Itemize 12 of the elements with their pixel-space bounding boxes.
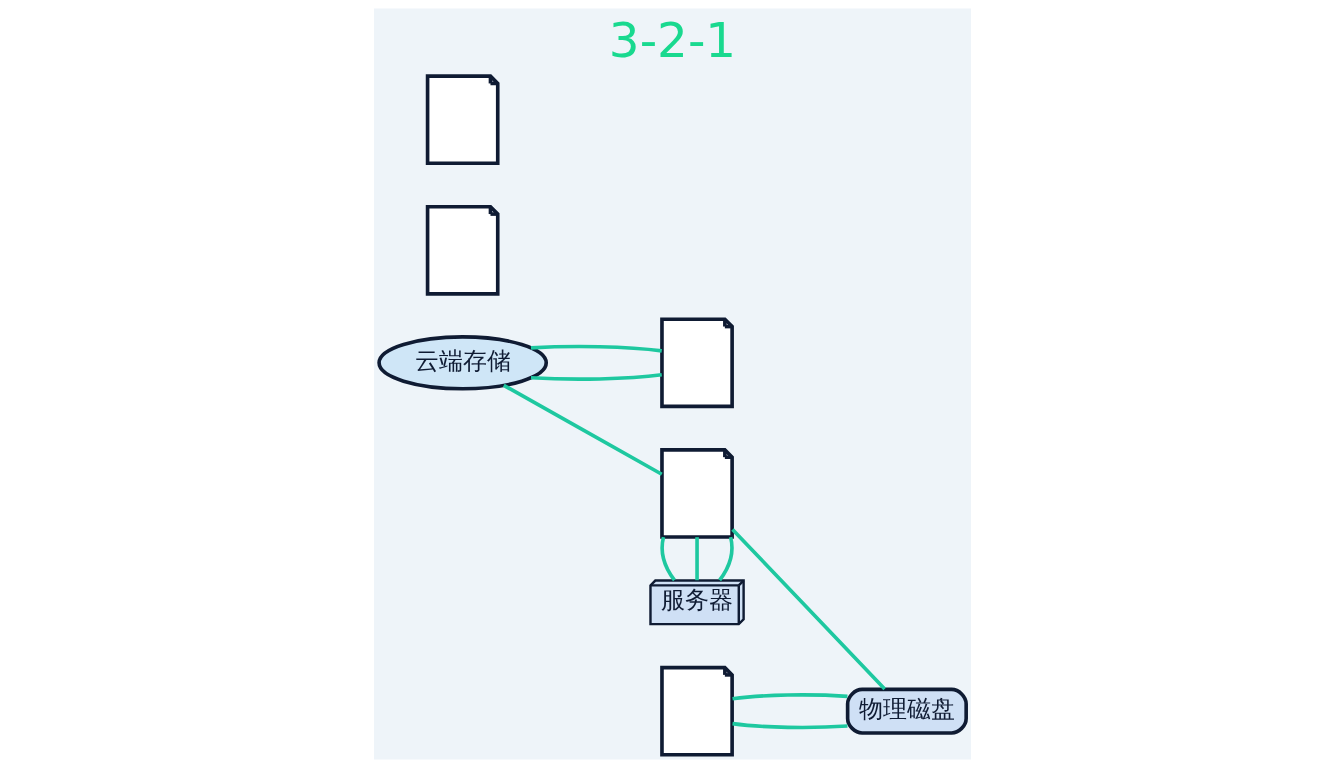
connector [659, 536, 676, 582]
connector [530, 344, 662, 353]
connector [730, 528, 886, 691]
connector [502, 383, 663, 476]
node-ellipse: 云端存储 [376, 335, 548, 391]
connector [731, 693, 848, 701]
node-box: 物理磁盘 [845, 687, 968, 735]
connector [717, 536, 734, 582]
connector [694, 537, 699, 581]
diagram-title: 3-2-1 [608, 11, 736, 68]
connector [530, 373, 662, 381]
connector [731, 721, 848, 730]
